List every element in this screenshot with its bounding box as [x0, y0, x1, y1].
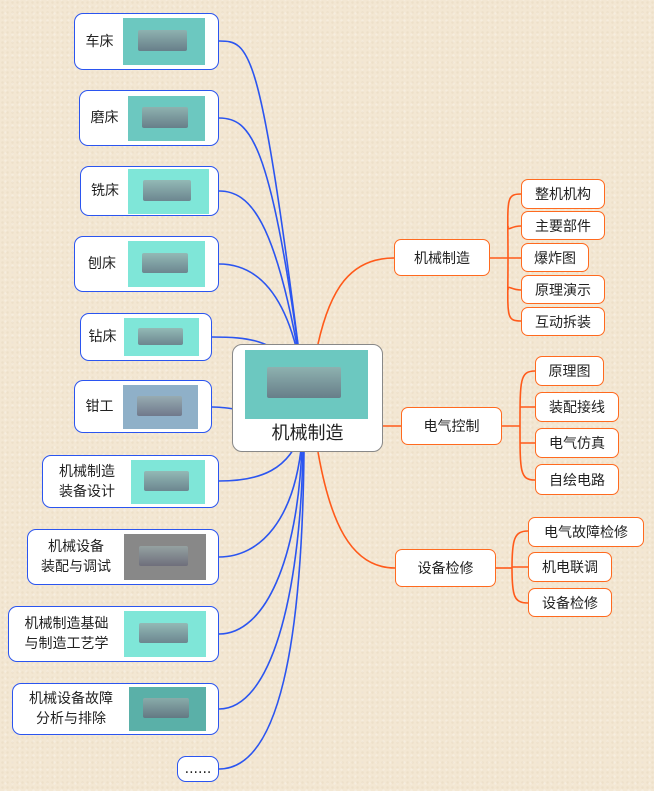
topic-label: 磨床 [90, 110, 119, 126]
central-topic-label: 机械制造 [271, 423, 344, 444]
subtopic[interactable]: 互动拆装 [521, 307, 605, 336]
topic-label: ...... [184, 761, 212, 777]
link-grinder [218, 117, 301, 361]
topic-fault-analysis[interactable]: 机械设备故障 分析与排除 [12, 683, 219, 735]
subtopic[interactable]: 爆炸图 [521, 243, 589, 272]
topic-label: 铣床 [91, 183, 119, 199]
topic-grinder[interactable]: 磨床 [79, 90, 219, 146]
topic-more[interactable]: ...... [177, 756, 219, 782]
topic-label: 车床 [85, 33, 114, 50]
topic-label: 刨床 [88, 256, 116, 272]
topic-label: 机械设备故障 分析与排除 [29, 691, 113, 727]
subtopic[interactable]: 自绘电路 [535, 464, 619, 495]
link-lathe [218, 40, 301, 361]
link-process [218, 444, 303, 635]
subtopic[interactable]: 原理演示 [521, 275, 605, 304]
subtopic[interactable]: 设备检修 [528, 588, 612, 617]
subtopic[interactable]: 机电联调 [528, 552, 612, 582]
topic-label: 机械制造 装备设计 [59, 463, 115, 500]
subtopic[interactable]: 电气仿真 [535, 428, 619, 458]
subtopic[interactable]: 整机机构 [521, 179, 605, 209]
subtopic[interactable]: 装配接线 [535, 392, 619, 422]
topic-fitter[interactable]: 钳工 [74, 380, 212, 433]
link-planer [218, 263, 301, 365]
link-fault [218, 449, 304, 710]
subtopic[interactable]: 主要部件 [521, 211, 605, 240]
fitter-image [123, 385, 198, 429]
branch-mechanical[interactable]: 机械制造 [394, 239, 490, 276]
branch-electrical[interactable]: 电气控制 [401, 407, 502, 445]
topic-label: 钳工 [85, 398, 114, 415]
topic-planer[interactable]: 刨床 [74, 236, 219, 292]
lathe-image [123, 18, 205, 65]
subtopic[interactable]: 原理图 [535, 356, 604, 386]
machine-part-image [245, 350, 368, 419]
topic-milling[interactable]: 铣床 [80, 166, 219, 216]
fault-panel-image [129, 687, 206, 731]
planer-image [128, 241, 205, 287]
topic-drill[interactable]: 钻床 [80, 313, 212, 361]
grinder-image [128, 96, 205, 141]
topic-equipment-design[interactable]: 机械制造 装备设计 [42, 455, 219, 508]
topic-label: 机械设备 装配与调试 [41, 539, 111, 575]
robot-arm-image [131, 460, 205, 504]
topic-label: 机械制造基础 与制造工艺学 [24, 616, 109, 652]
topic-lathe[interactable]: 车床 [74, 13, 219, 70]
central-topic[interactable]: 机械制造 [232, 344, 383, 452]
topic-assembly-debug[interactable]: 机械设备 装配与调试 [27, 529, 219, 585]
link-assembly [218, 439, 303, 558]
link-milling [218, 190, 301, 363]
assembly-image [124, 534, 206, 580]
milling-machine-image [128, 169, 209, 214]
topic-manufacturing-process[interactable]: 机械制造基础 与制造工艺学 [8, 606, 219, 662]
topic-label: 钻床 [88, 329, 117, 345]
branch-maintenance[interactable]: 设备检修 [395, 549, 496, 587]
process-image [124, 611, 206, 657]
drill-press-image [124, 318, 199, 356]
link-more [218, 451, 305, 770]
subtopic[interactable]: 电气故障检修 [528, 517, 644, 547]
